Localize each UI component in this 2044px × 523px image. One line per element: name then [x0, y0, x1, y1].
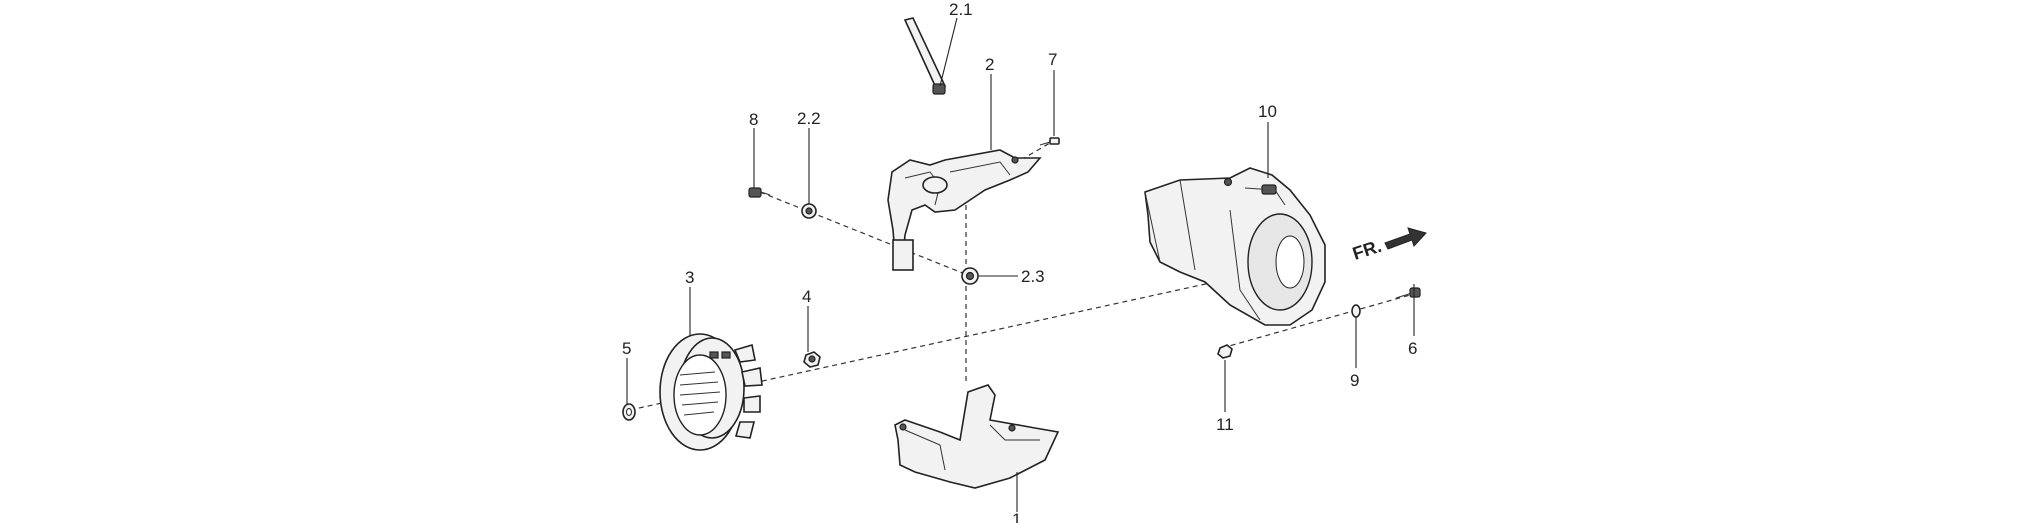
- callout-4: 4: [802, 287, 811, 306]
- callout-10: 10: [1258, 102, 1277, 121]
- part-grommet-2-2: [801, 203, 817, 219]
- part-washer-9: [1351, 304, 1361, 318]
- callout-7: 7: [1048, 50, 1057, 69]
- callout-3: 3: [685, 268, 694, 287]
- leader-lines: [626, 17, 1415, 512]
- part-lower-shroud: [894, 384, 1060, 489]
- callout-6: 6: [1408, 339, 1417, 358]
- part-washer-5: [622, 403, 636, 421]
- part-upper-shroud: [887, 149, 1042, 271]
- part-cooling-fan: [659, 333, 763, 451]
- part-bolt-6: [1395, 287, 1421, 299]
- front-direction-marker: FR.: [1350, 227, 1427, 264]
- part-clip-pin: [903, 17, 947, 95]
- part-bolt-8: [748, 187, 771, 198]
- callout-1: 1: [1012, 510, 1021, 523]
- part-nut-11: [1217, 344, 1233, 359]
- part-grommet-2-3: [961, 267, 979, 285]
- callout-labels: 2.1 2 7 8 2.2 10 2.3 3 4 5 6 9 11 1: [622, 0, 1417, 523]
- callout-2-1: 2.1: [949, 0, 973, 19]
- callout-9: 9: [1350, 371, 1359, 390]
- callout-11: 11: [1216, 415, 1234, 434]
- part-nut-4: [803, 351, 821, 368]
- arrow-right-icon: [1384, 227, 1427, 250]
- part-screw-7: [1039, 137, 1060, 146]
- front-direction-label: FR.: [1350, 236, 1384, 264]
- callout-2: 2: [985, 55, 994, 74]
- part-fan-housing: [1144, 167, 1326, 326]
- callout-8: 8: [749, 110, 758, 129]
- callout-2-3: 2.3: [1021, 267, 1045, 286]
- callout-5: 5: [622, 339, 631, 358]
- callout-2-2: 2.2: [797, 109, 821, 128]
